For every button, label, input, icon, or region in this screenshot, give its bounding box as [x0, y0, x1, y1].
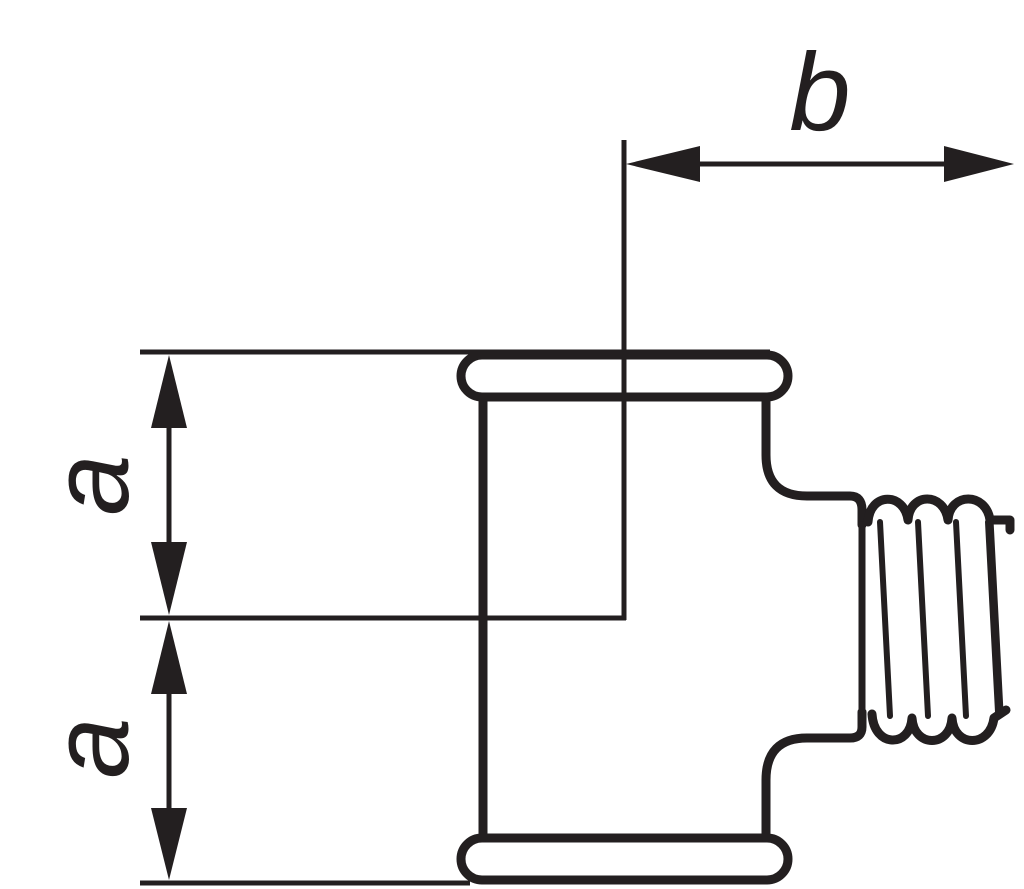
arrowheads	[151, 146, 1014, 880]
arrowhead-a-lower-bottom	[151, 808, 187, 880]
thread-line-3	[953, 519, 969, 719]
body-right-wall	[761, 392, 867, 843]
arrowhead-a-lower-top	[151, 621, 187, 694]
thread-line-4	[985, 519, 1001, 715]
thread-line-2	[915, 519, 931, 719]
bottom-rim	[456, 833, 793, 885]
thread-bottom-crests	[867, 705, 1011, 745]
thread-top-crests	[863, 494, 1015, 535]
arrowhead-a-upper-top	[151, 355, 187, 428]
dimension-label-a-upper: a	[29, 454, 152, 515]
arrowhead-b-right	[944, 146, 1014, 182]
dimension-lines	[140, 140, 955, 886]
arrowhead-a-upper-bottom	[151, 542, 187, 615]
dimension-label-a-lower: a	[29, 717, 152, 778]
arrowhead-b-left	[626, 146, 700, 182]
threaded-outlet	[858, 494, 1015, 745]
thread-line-1	[877, 519, 893, 719]
dimension-label-b: b	[789, 31, 850, 154]
